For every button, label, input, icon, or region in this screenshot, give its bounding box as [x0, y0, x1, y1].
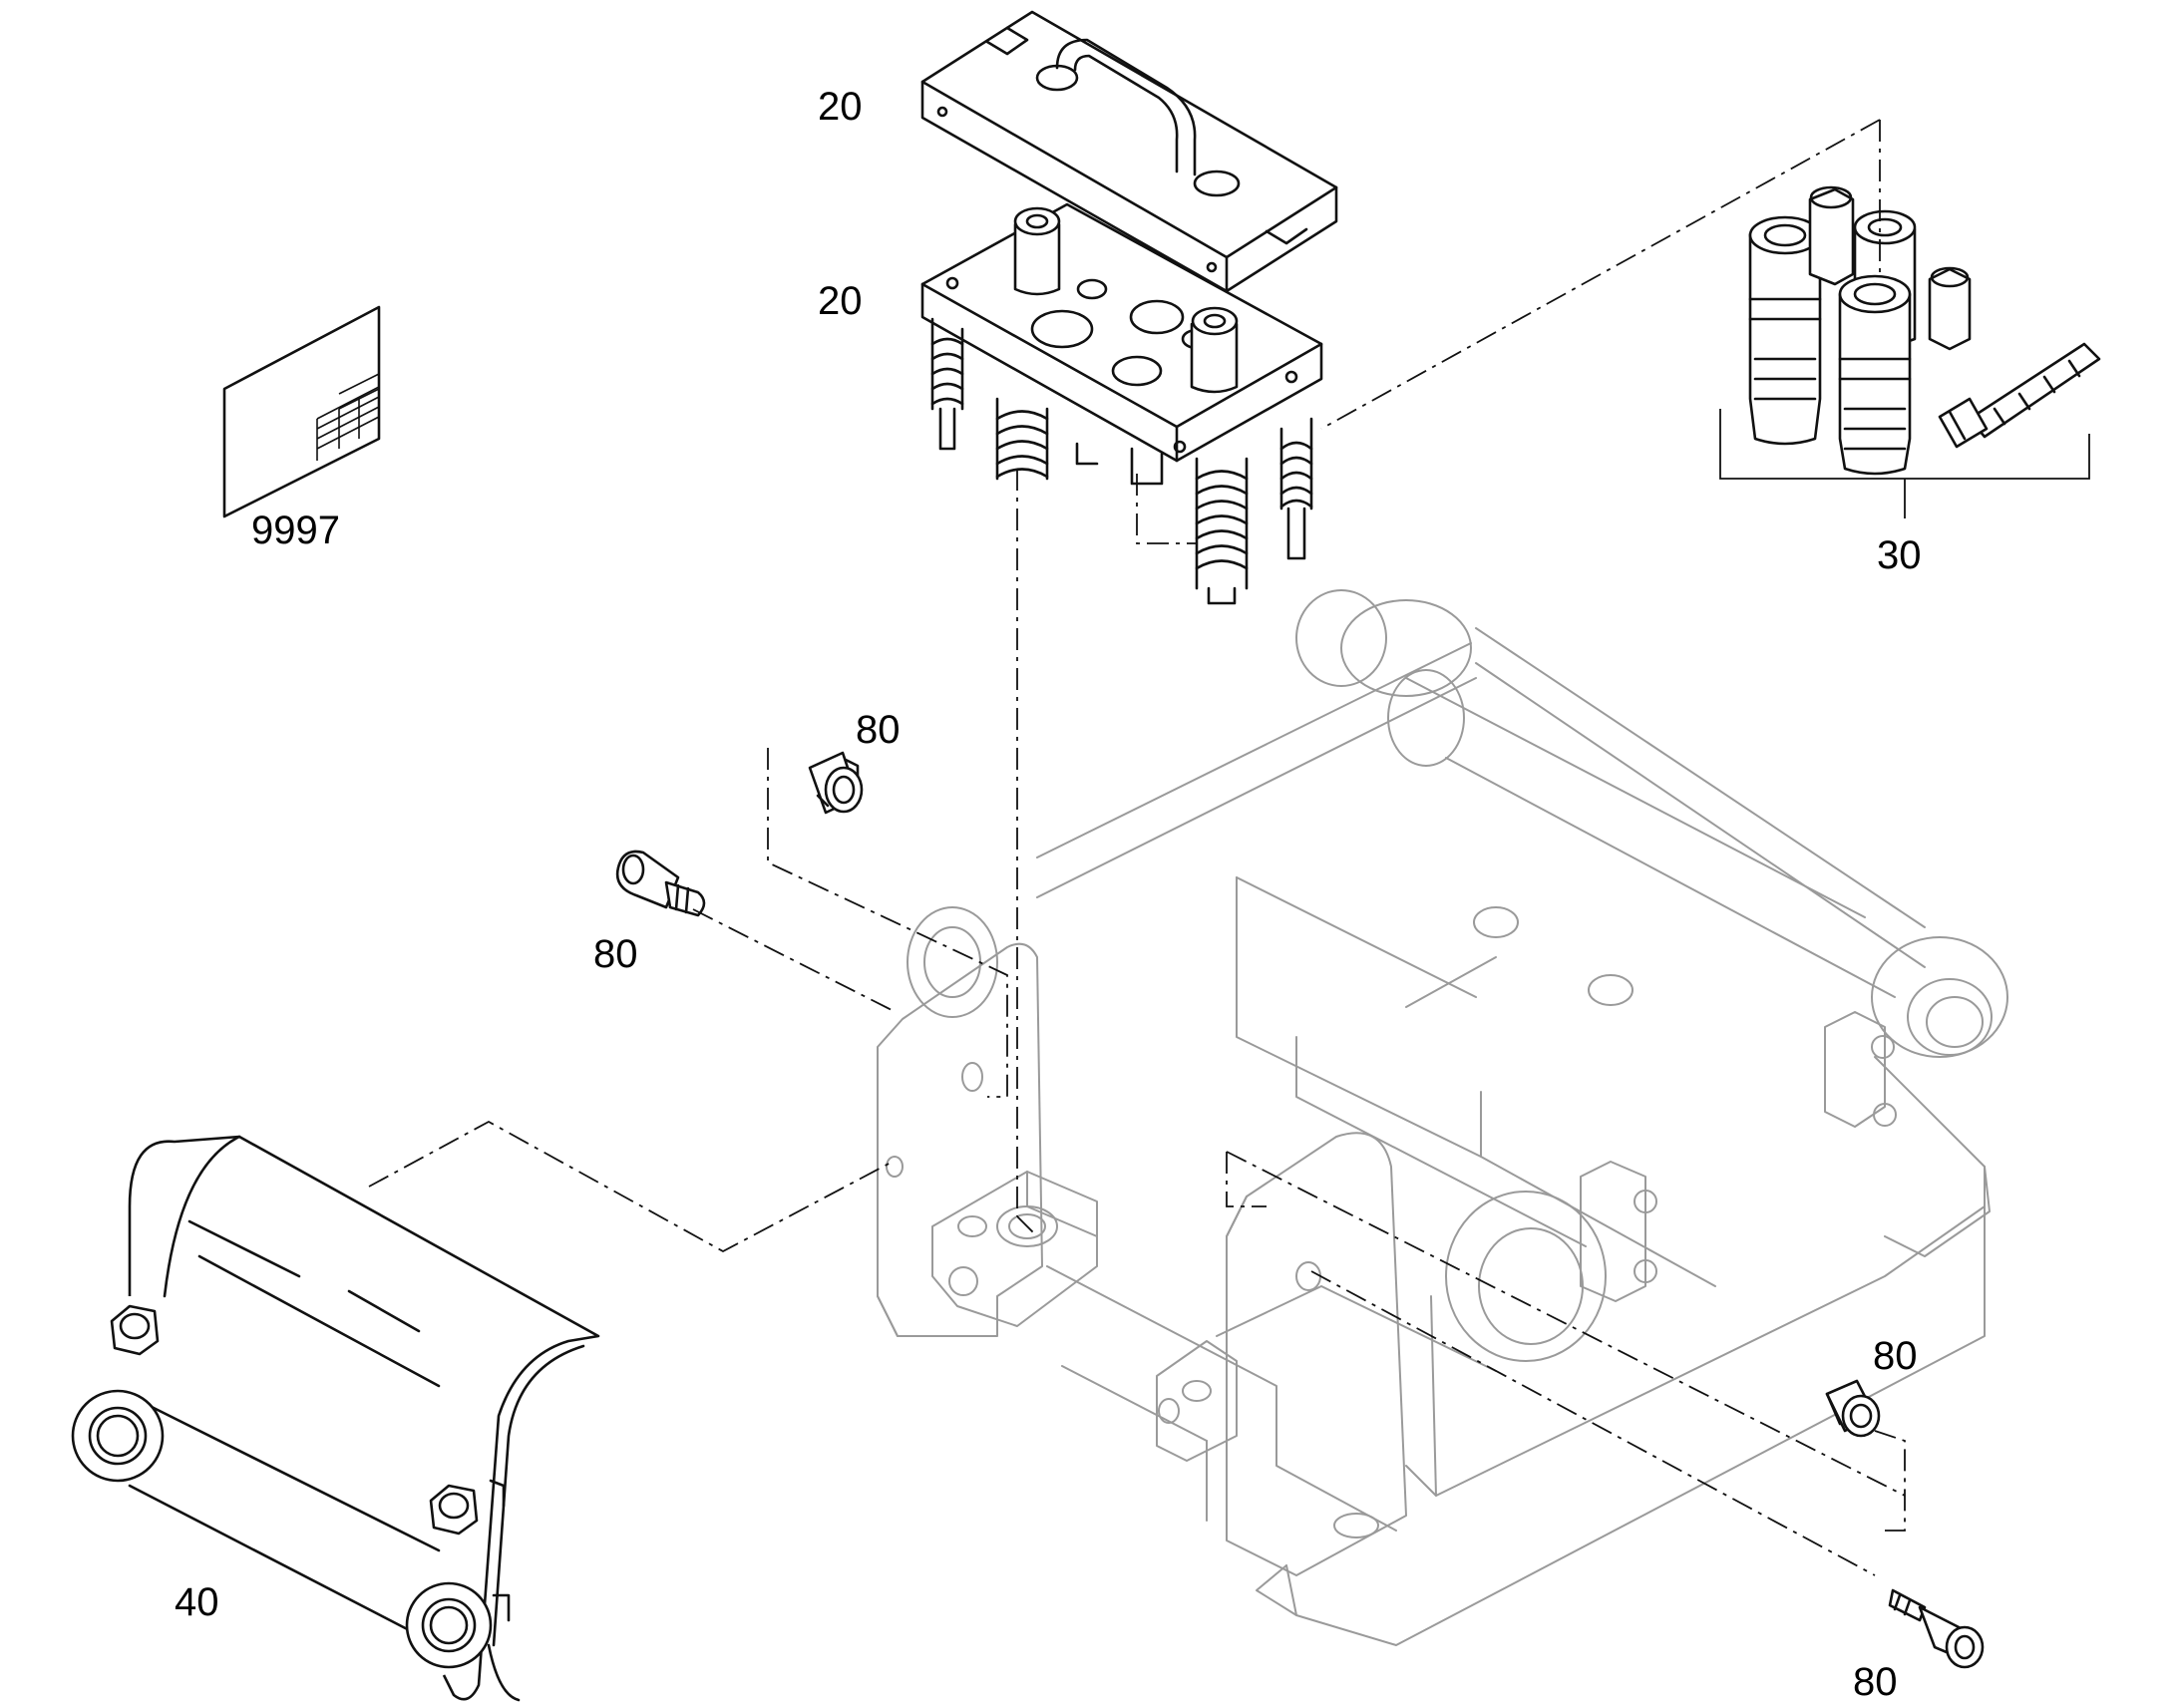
assembly-leader-lines	[368, 119, 1906, 1576]
callout-80-nut-left: 80	[856, 708, 901, 752]
callout-80-nut-right: 80	[1873, 1334, 1918, 1378]
nut-part-left	[808, 751, 864, 815]
quick-coupler-frame	[877, 589, 2008, 1646]
callout-20-cover: 20	[818, 85, 863, 129]
guard-cover-part	[71, 1135, 600, 1702]
callout-40: 40	[175, 1580, 219, 1624]
bolt-part-left	[615, 850, 706, 917]
callout-30: 30	[1877, 533, 1922, 577]
coupler-kit-part	[1719, 185, 2101, 518]
callout-9997: 9997	[251, 509, 340, 552]
callout-labels: 20 20 9997 30 80 80 80 80 40	[175, 85, 1922, 1704]
callout-80-bolt-left: 80	[593, 932, 638, 976]
nut-part-right	[1825, 1379, 1881, 1438]
callout-20-valve-block: 20	[818, 279, 863, 323]
valve-block-part	[920, 202, 1323, 605]
cover-plate-part	[920, 10, 1338, 293]
callout-80-bolt-right: 80	[1853, 1660, 1898, 1704]
bolt-part-right	[1888, 1588, 1985, 1669]
document-sheet-part	[222, 305, 381, 518]
